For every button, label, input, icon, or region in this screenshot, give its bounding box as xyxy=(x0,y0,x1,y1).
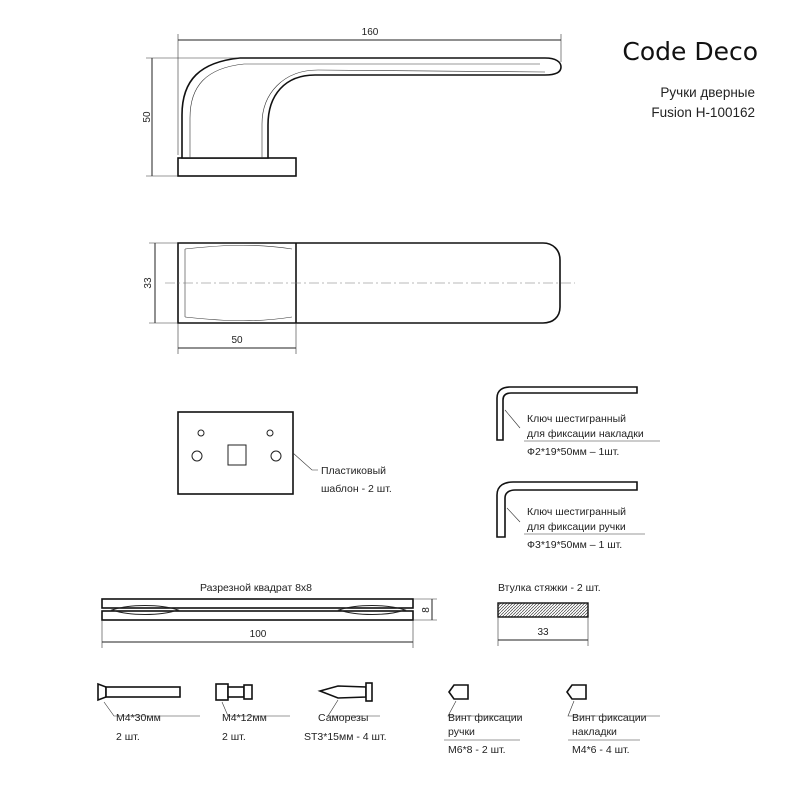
sleeve-body xyxy=(497,602,589,618)
square-slot-right xyxy=(337,605,407,615)
fastener-leader xyxy=(567,700,660,717)
split-square: Разрезной квадрат 8x8 8 100 xyxy=(101,582,437,648)
square-upper-half xyxy=(101,598,414,609)
key1-label: Ключ шестигранный xyxy=(527,413,626,425)
key2-size: Ф3*19*50мм – 1 шт. xyxy=(527,539,622,551)
hex-key-2-leader xyxy=(506,507,521,523)
fastener-name: M4*12мм xyxy=(222,712,267,724)
fastener-m4x12: M4*12мм 2 шт. xyxy=(215,683,290,743)
screw-shank xyxy=(227,686,245,698)
template-hole xyxy=(270,450,282,462)
fastener-name: M4*30мм xyxy=(116,712,161,724)
square-slot-left xyxy=(110,605,180,615)
lever-outline xyxy=(181,57,562,159)
key1-purpose: для фиксации накладки xyxy=(527,428,644,440)
key2-purpose: для фиксации ручки xyxy=(527,521,626,533)
screw-shank xyxy=(317,685,367,699)
fastener-m4x30: M4*30мм 2 шт. xyxy=(97,682,200,743)
fastener-leader xyxy=(327,699,380,717)
rosette-base xyxy=(177,157,297,177)
template-leader xyxy=(292,452,318,471)
handle-top-view: 33 50 xyxy=(143,242,575,354)
template-plate xyxy=(177,411,294,495)
hex-key-2-shape xyxy=(496,481,638,538)
set-screw-shape xyxy=(566,684,587,700)
fastener-name: Саморезы xyxy=(318,712,368,724)
top-bevel-line xyxy=(184,244,293,250)
handle-side-view: 160 50 xyxy=(142,27,562,177)
screw-tip xyxy=(243,684,253,700)
fastener-qty: ST3*15мм - 4 шт. xyxy=(304,731,387,743)
brand-name: Code Deco xyxy=(622,37,758,66)
lever-inner-line xyxy=(261,69,546,158)
dim-height-label: 50 xyxy=(142,111,153,123)
dim-length-label: 160 xyxy=(362,27,379,38)
fastener-name-2: ручки xyxy=(448,726,475,738)
template-square-hole xyxy=(227,444,247,466)
fastener-qty: 2 шт. xyxy=(222,731,246,743)
fastener-self-tapping: Саморезы ST3*15мм - 4 шт. xyxy=(304,682,387,743)
lever-edge-line xyxy=(189,63,540,158)
fastener-qty: M4*6 - 4 шт. xyxy=(572,744,630,756)
hex-key-1: Ключ шестигранный для фиксации накладки … xyxy=(496,386,660,458)
fastener-name-2: накладки xyxy=(572,726,617,738)
template-qty: шаблон - 2 шт. xyxy=(321,483,392,495)
sleeve-title: Втулка стяжки - 2 шт. xyxy=(498,582,601,594)
key2-label: Ключ шестигранный xyxy=(527,506,626,518)
template-hole xyxy=(266,429,274,437)
set-screw-shape xyxy=(448,684,469,700)
fastener-qty: M6*8 - 2 шт. xyxy=(448,744,506,756)
fastener-name: Винт фиксации xyxy=(572,712,647,724)
template-label: Пластиковый xyxy=(321,465,386,477)
template-hole xyxy=(191,450,203,462)
fastener-name: Винт фиксации xyxy=(448,712,523,724)
product-model: Fusion H-100162 xyxy=(651,105,755,120)
hex-key-1-shape xyxy=(496,386,638,441)
screw-shank xyxy=(105,686,181,698)
screw-head xyxy=(215,683,229,701)
product-type: Ручки дверные xyxy=(660,85,755,100)
screw-head xyxy=(365,682,373,702)
dim-square-length-label: 100 xyxy=(250,629,267,640)
hex-key-2: Ключ шестигранный для фиксации ручки Ф3*… xyxy=(496,481,645,551)
fastener-leader xyxy=(103,701,200,717)
dim-width-label: 33 xyxy=(143,277,154,289)
square-lower-half xyxy=(101,610,414,621)
bottom-bevel-line xyxy=(184,316,293,322)
tie-sleeve: Втулка стяжки - 2 шт. 33 xyxy=(497,582,601,646)
fastener-leader xyxy=(221,701,290,717)
fastener-qty: 2 шт. xyxy=(116,731,140,743)
plastic-template: Пластиковый шаблон - 2 шт. xyxy=(177,411,392,495)
fastener-handle-set-screw: Винт фиксации ручки M6*8 - 2 шт. xyxy=(444,684,523,756)
template-hole xyxy=(197,429,205,437)
dim-rosette-label: 50 xyxy=(231,335,243,346)
dim-square-size-label: 8 xyxy=(421,607,432,613)
screw-head xyxy=(97,682,107,702)
dim-sleeve-label: 33 xyxy=(537,627,549,638)
key1-size: Ф2*19*50мм – 1шт. xyxy=(527,446,619,458)
square-title: Разрезной квадрат 8x8 xyxy=(200,582,312,594)
hex-key-1-leader xyxy=(504,409,521,429)
fastener-rosette-set-screw: Винт фиксации накладки M4*6 - 4 шт. xyxy=(566,684,660,756)
fastener-leader xyxy=(447,700,520,717)
